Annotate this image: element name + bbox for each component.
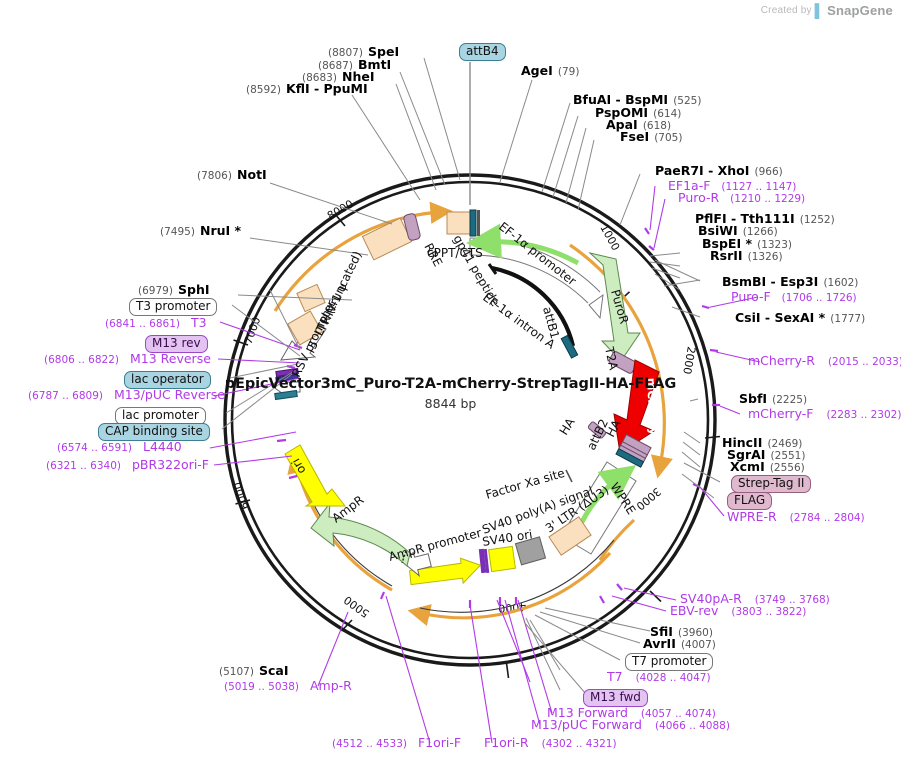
callout-cap-binding-site[interactable]: CAP binding site xyxy=(98,422,210,441)
primer-label-t3: (6841 .. 6861) T3 xyxy=(105,315,207,330)
enzyme-label-nhei: (8683) NheI xyxy=(302,69,375,84)
created-by-text: Created by xyxy=(760,5,812,16)
enzyme-label-pspomi: PspOMI (614) xyxy=(595,105,682,120)
enzyme-label-bsiwi: BsiWI (1266) xyxy=(698,223,778,238)
primer-label-m13-puc-forward: M13/pUC Forward (4066 .. 4088) xyxy=(531,717,730,732)
primer-label-ef1a-f: EF1a-F (1127 .. 1147) xyxy=(668,178,797,193)
ef1a-promoter-feature xyxy=(466,223,604,320)
tick-label-6000: 6000 xyxy=(231,480,252,511)
callout-flag[interactable]: FLAG xyxy=(727,491,773,510)
created-by-snapgene: Created by ▌ SnapGene xyxy=(761,3,893,18)
sv40-features xyxy=(478,536,547,574)
callout-t7-promoter[interactable]: T7 promoter xyxy=(625,652,714,671)
ampr-feature xyxy=(310,501,411,567)
enzyme-label-agei: AgeI (79) xyxy=(521,63,580,78)
enzyme-label-sphi: (6979) SphI xyxy=(138,282,210,297)
snapgene-brand: SnapGene xyxy=(827,3,893,18)
snapgene-logo-icon: ▌ xyxy=(814,3,825,18)
enzyme-label-bmti: (8687) BmtI xyxy=(318,57,392,72)
plasmid-name: pEpicVector3mC_Puro-T2A-mCherry-StrepTag… xyxy=(224,376,677,392)
callout-attb4[interactable]: attB4 xyxy=(459,42,506,61)
callout-strep-tag-ii[interactable]: Strep-Tag II xyxy=(731,474,812,493)
ef1a-intron-a-feature xyxy=(487,263,579,359)
rre-feature xyxy=(361,217,413,261)
callout-m13-fwd[interactable]: M13 fwd xyxy=(583,688,648,707)
callout-t3-promoter[interactable]: T3 promoter xyxy=(129,297,218,316)
primer-label-m13-puc-reverse: (6787 .. 6809) M13/pUC Reverse xyxy=(28,387,225,402)
leader-lines-right xyxy=(663,279,721,499)
factor-xa-site-tick xyxy=(565,469,573,483)
primer-label-wpre-r: WPRE-R (2784 .. 2804) xyxy=(727,509,865,524)
enzyme-label-avrii: AvrII (4007) xyxy=(643,636,716,651)
plasmid-size: 8844 bp xyxy=(424,396,477,411)
callout-m13-rev[interactable]: M13 rev xyxy=(145,334,208,353)
gp41-peptide-feature xyxy=(403,213,421,241)
enzyme-label-bfuai-bspmi: BfuAI - BspMI (525) xyxy=(573,92,702,107)
callout-lac-operator[interactable]: lac operator xyxy=(124,370,211,389)
primer-label-mcherry-f: mCherry-F (2283 .. 2302) xyxy=(748,406,901,421)
primer-label-t7: T7 (4028 .. 4047) xyxy=(607,669,711,684)
enzyme-label-apai: ApaI (618) xyxy=(606,117,672,132)
tag-cluster-feature xyxy=(615,433,652,468)
leader-lines-left-boxes xyxy=(221,289,587,695)
tick-label-2000: 2000 xyxy=(680,345,698,375)
primer-label-amp-r: (5019 .. 5038) Amp-R xyxy=(224,678,352,693)
ampr-promoter-feature xyxy=(402,551,432,577)
primer-label-puro-f: Puro-F (1706 .. 1726) xyxy=(731,289,857,304)
ltr3-feature xyxy=(548,516,592,556)
leader-lines-top-right xyxy=(499,79,701,291)
ori-feature xyxy=(284,444,347,507)
primer-label-m13-reverse: (6806 .. 6822) M13 Reverse xyxy=(44,351,211,366)
enzyme-label-hincii: HincII (2469) xyxy=(722,435,803,450)
enzyme-label-sfii: SfiI (3960) xyxy=(650,624,713,639)
enzyme-label-xcmi: XcmI (2556) xyxy=(730,459,805,474)
primer-label-ebv-rev: EBV-rev (3803 .. 3822) xyxy=(670,603,807,618)
primer-label-m13-forward: M13 Forward (4057 .. 4074) xyxy=(547,705,716,720)
enzyme-label-scai: (5107) ScaI xyxy=(219,663,289,678)
enzyme-label-bsmbi-esp3i: BsmBI - Esp3I (1602) xyxy=(722,274,859,289)
leader-lines-top-left xyxy=(237,57,461,301)
primer-label-sv40pa-r: SV40pA-R (3749 .. 3768) xyxy=(680,591,830,606)
f1-ori-feature xyxy=(409,557,482,586)
enzyme-label-fsei: FseI (705) xyxy=(620,129,683,144)
plasmid-name-block: pEpicVector3mC_Puro-T2A-mCherry-StrepTag… xyxy=(0,376,901,411)
leader-lines-bottom-right xyxy=(525,607,651,691)
enzyme-label-csii-sexai: CsiI - SexAI * (1777) xyxy=(735,310,866,325)
enzyme-label-pflfi-tth111i: PflFI - Tth111I (1252) xyxy=(695,211,835,226)
enzyme-label-noti: (7806) NotI xyxy=(197,167,267,182)
primer-label-puro-r: Puro-R (1210 .. 1229) xyxy=(678,190,806,205)
enzyme-label-bspei: BspEI * (1323) xyxy=(702,236,793,251)
enzyme-label-spei: (8807) SpeI xyxy=(328,44,400,59)
enzyme-label-nrui: (7495) NruI * xyxy=(160,223,242,238)
callout-lac-promoter[interactable]: lac promoter xyxy=(115,406,206,425)
enzyme-label-rsrii: RsrII (1326) xyxy=(710,248,783,263)
primer-label-l4440: (6574 .. 6591) L4440 xyxy=(57,439,182,454)
cppt-cts-feature xyxy=(446,209,480,237)
leader-lines-primers xyxy=(209,185,761,744)
primer-label-f1ori-r: F1ori-R (4302 .. 4321) xyxy=(484,735,617,750)
tick-label-3000: 3000 xyxy=(634,485,664,513)
enzyme-label-sgrai: SgrAI (2551) xyxy=(727,447,806,462)
primer-label-pbr322ori-f: (6321 .. 6340) pBR322ori-F xyxy=(46,457,209,472)
primer-label-f1ori-f: (4512 .. 4533) F1ori-F xyxy=(332,735,462,750)
primer-label-mcherry-r: mCherry-R (2015 .. 2033) xyxy=(748,353,901,368)
enzyme-label-sbfi: SbfI (2225) xyxy=(739,391,808,406)
enzyme-label-paer7i-xhoi: PaeR7I - XhoI (966) xyxy=(655,163,783,178)
enzyme-label-kfli-ppumi: (8592) KflI - PpuMI xyxy=(246,81,368,96)
ha-small-feature xyxy=(587,421,607,439)
